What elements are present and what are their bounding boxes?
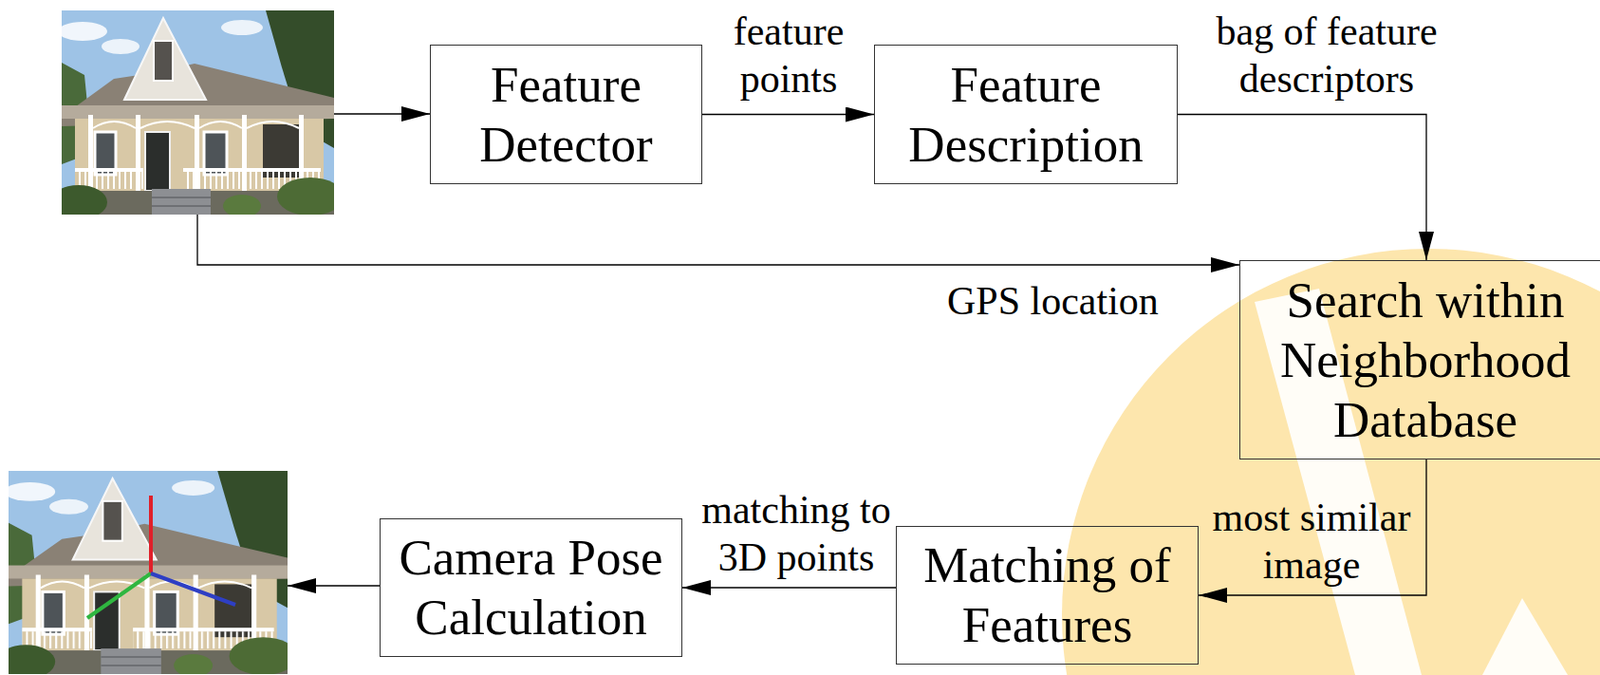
edge-label: feature points — [712, 7, 865, 103]
flow-arrow — [1177, 114, 1427, 261]
photo-arrows — [197, 113, 1240, 586]
edge-label: matching to 3D points — [694, 485, 899, 581]
box-text: Search within Neighborhood Database — [1247, 270, 1600, 450]
pose-axes — [87, 573, 151, 618]
pose-axes — [150, 573, 236, 605]
edge-label: bag of feature descriptors — [1208, 7, 1446, 103]
process-box: Search within Neighborhood Database — [1239, 260, 1600, 460]
process-box: Matching of Features — [895, 525, 1199, 665]
box-text: Matching of Features — [904, 535, 1191, 655]
flow-arrow — [682, 586, 896, 588]
gps-arrow — [197, 214, 1240, 265]
pose-axes — [148, 495, 153, 574]
box-text: Camera Pose Calculation — [388, 527, 674, 648]
output-photo — [0, 470, 298, 675]
annotation-label: GPS location — [947, 277, 1159, 325]
edge-label: most similar image — [1205, 493, 1419, 589]
process-box: Feature Detector — [429, 44, 703, 185]
input-photo — [50, 10, 344, 220]
flow-arrow — [1198, 459, 1427, 596]
watermark — [1482, 597, 1568, 675]
process-box: Feature Description — [874, 44, 1178, 185]
input-photo — [50, 10, 344, 220]
pose-to-photo-arrow — [287, 584, 380, 586]
output-photo — [0, 470, 298, 675]
photo-to-detector-arrow — [334, 112, 430, 114]
process-box: Camera Pose Calculation — [379, 518, 683, 657]
box-text: Feature Detector — [438, 55, 694, 175]
box-text: Feature Description — [882, 55, 1170, 175]
pose-axes — [87, 495, 236, 618]
flow-arrow — [702, 113, 875, 115]
